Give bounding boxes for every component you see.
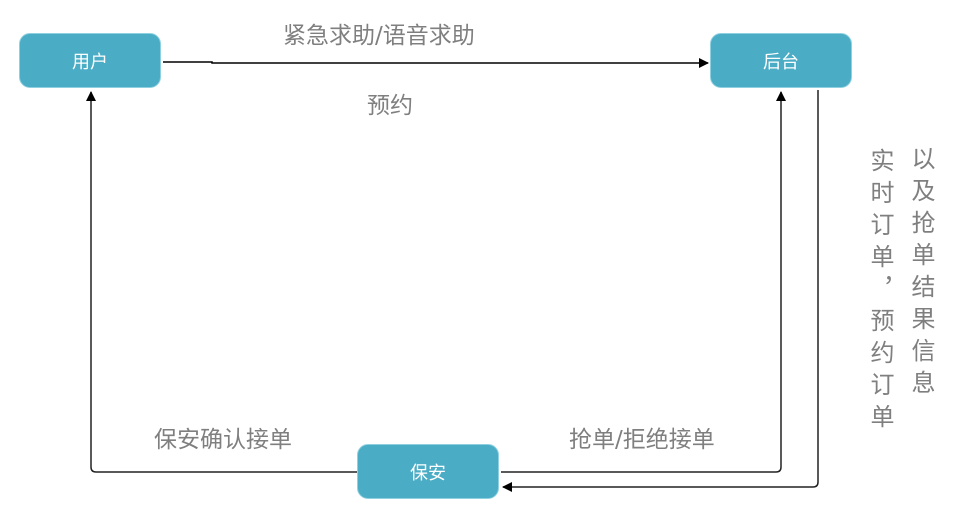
- node-guard-label: 保安: [410, 462, 446, 484]
- node-user-label: 用户: [72, 51, 108, 73]
- label-grab-reject: 抢单/拒绝接单: [569, 427, 715, 453]
- node-user[interactable]: 用户: [19, 33, 161, 88]
- label-realtime-orders: 实时订单，预约订单: [866, 148, 894, 436]
- label-reservation: 预约: [367, 93, 413, 119]
- arrow-user-to-backend: [163, 58, 709, 68]
- arrow-guard-to-backend: [501, 91, 786, 473]
- arrow-guard-to-user: [86, 91, 357, 473]
- node-backend[interactable]: 后台: [710, 33, 852, 88]
- node-guard[interactable]: 保安: [357, 444, 499, 499]
- node-backend-label: 后台: [763, 51, 799, 73]
- label-guard-confirm: 保安确认接单: [154, 427, 292, 453]
- label-grab-result: 以及抢单结果信息: [907, 146, 935, 402]
- label-emergency: 紧急求助/语音求助: [283, 23, 475, 49]
- arrow-backend-to-guard: [502, 90, 819, 492]
